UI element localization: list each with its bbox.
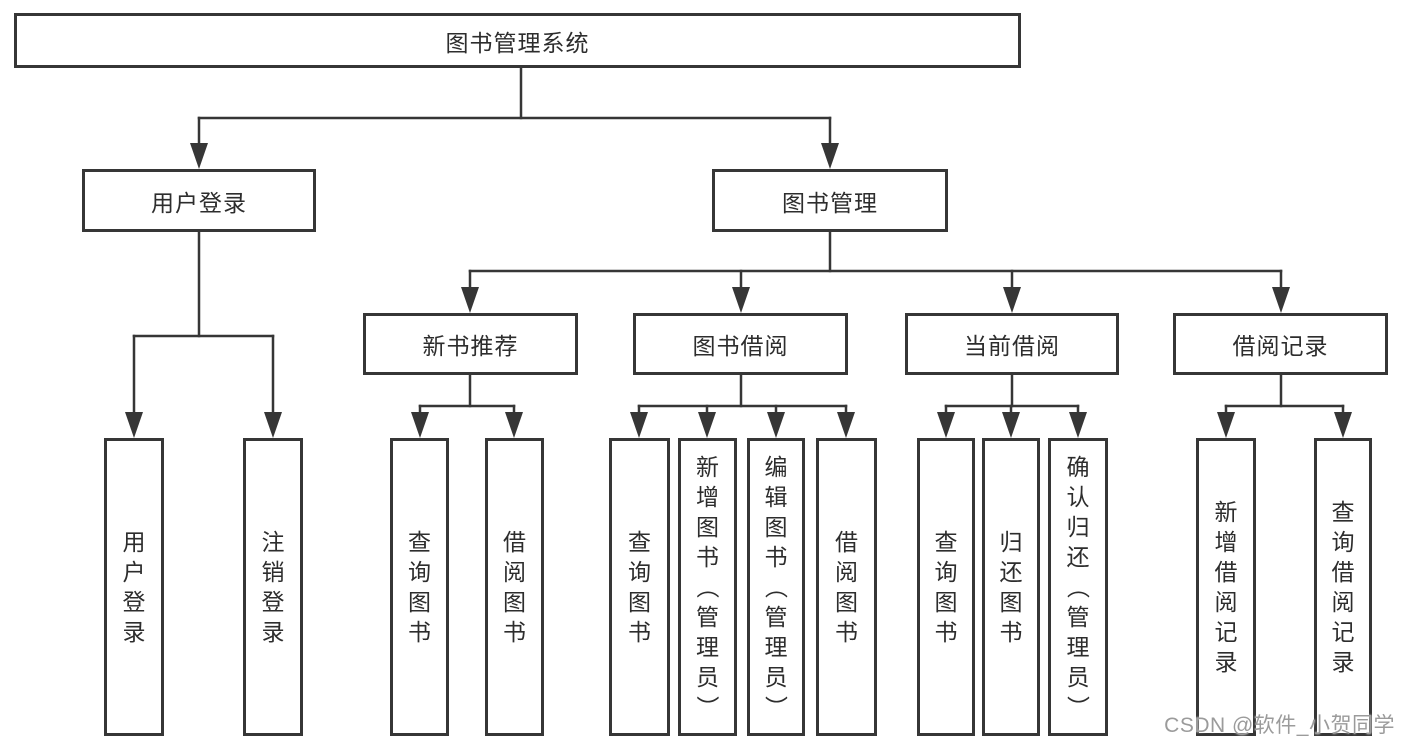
arrowhead	[1272, 287, 1290, 313]
leaf-confirm-return-admin-label: 确认归还（管理员）	[1065, 454, 1091, 719]
arrowhead	[461, 287, 479, 313]
leaf-borrow-books: 借阅图书	[485, 438, 544, 736]
arrowhead	[767, 412, 785, 438]
arrowhead	[821, 143, 839, 169]
arrowhead	[264, 412, 282, 438]
node-new-book-recommendation-label: 新书推荐	[422, 333, 519, 359]
node-library-management-system: 图书管理系统	[14, 13, 1021, 68]
node-book-borrowing-label: 图书借阅	[692, 333, 789, 359]
arrowhead	[190, 143, 208, 169]
leaf-edit-books-admin-label: 编辑图书（管理员）	[763, 454, 789, 719]
arrowhead	[1002, 412, 1020, 438]
leaf-borrow-books: 借阅图书	[816, 438, 877, 736]
node-borrowing-records-label: 借阅记录	[1232, 333, 1329, 359]
csdn-watermark: CSDN @软件_小贺同学	[1164, 714, 1395, 737]
arrowhead	[837, 412, 855, 438]
node-current-borrowing: 当前借阅	[905, 313, 1119, 375]
node-book-borrowing: 图书借阅	[633, 313, 848, 375]
leaf-query-books: 查询图书	[390, 438, 449, 736]
arrowhead	[732, 287, 750, 313]
arrowhead	[505, 412, 523, 438]
arrowhead	[1217, 412, 1235, 438]
leaf-query-books: 查询图书	[917, 438, 975, 736]
node-current-borrowing-label: 当前借阅	[964, 333, 1060, 359]
leaf-borrow-books-label: 借阅图书	[835, 529, 858, 645]
arrowhead	[411, 412, 429, 438]
arrowhead	[1334, 412, 1352, 438]
node-library-management-system-label: 图书管理系统	[445, 29, 590, 56]
leaf-query-books: 查询图书	[609, 438, 670, 736]
arrowhead	[125, 412, 143, 438]
leaf-logout-label: 注销登录	[261, 529, 285, 645]
node-user-login: 用户登录	[82, 169, 316, 232]
arrowhead	[698, 412, 716, 438]
leaf-return-books-label: 归还图书	[999, 529, 1023, 645]
leaf-add-borrow-record: 新增借阅记录	[1196, 438, 1256, 736]
node-book-management-label: 图书管理	[782, 189, 878, 216]
node-new-book-recommendation: 新书推荐	[363, 313, 578, 375]
leaf-user-login: 用户登录	[104, 438, 164, 736]
arrowhead	[937, 412, 955, 438]
leaf-query-books-label: 查询图书	[628, 529, 651, 645]
leaf-add-books-admin: 新增图书（管理员）	[678, 438, 737, 736]
arrowhead	[1003, 287, 1021, 313]
node-user-login-label: 用户登录	[151, 189, 247, 216]
leaf-query-borrow-record-label: 查询借阅记录	[1331, 499, 1355, 675]
leaf-query-books-label: 查询图书	[408, 529, 431, 645]
leaf-borrow-books-label: 借阅图书	[503, 529, 526, 645]
leaf-confirm-return-admin: 确认归还（管理员）	[1048, 438, 1108, 736]
leaf-add-books-admin-label: 新增图书（管理员）	[694, 454, 721, 719]
leaf-edit-books-admin: 编辑图书（管理员）	[747, 438, 805, 736]
leaf-return-books: 归还图书	[982, 438, 1040, 736]
leaf-logout: 注销登录	[243, 438, 303, 736]
leaf-user-login-label: 用户登录	[122, 529, 146, 645]
leaf-add-borrow-record-label: 新增借阅记录	[1214, 499, 1238, 675]
arrowhead	[1069, 412, 1087, 438]
node-borrowing-records: 借阅记录	[1173, 313, 1388, 375]
arrowhead	[630, 412, 648, 438]
node-book-management: 图书管理	[712, 169, 948, 232]
leaf-query-borrow-record: 查询借阅记录	[1314, 438, 1372, 736]
leaf-query-books-label: 查询图书	[934, 529, 958, 645]
